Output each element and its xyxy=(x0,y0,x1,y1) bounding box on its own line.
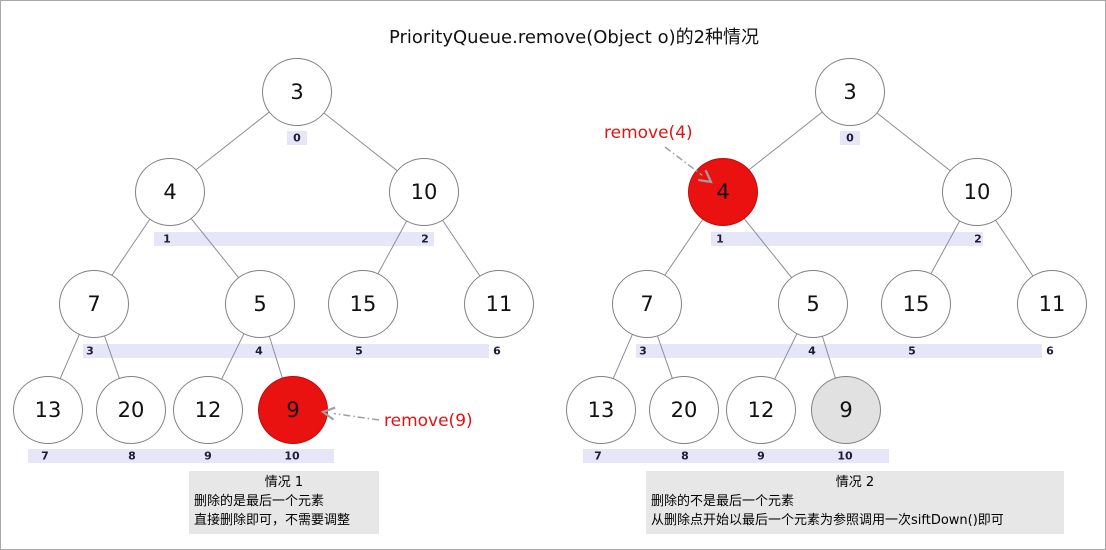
heap-node-20: 20 xyxy=(649,376,719,444)
case-1-caption-heading: 情况 1 xyxy=(264,475,304,490)
heap-index-label-9: 9 xyxy=(204,449,212,463)
heap-node-13: 13 xyxy=(13,376,83,444)
remove-9-annotation: remove(9) xyxy=(384,411,473,431)
heap-index-label-1: 1 xyxy=(716,232,724,246)
heap-node-3: 3 xyxy=(815,58,885,126)
heap-index-label-6: 6 xyxy=(1046,344,1054,358)
heap-index-label-4: 4 xyxy=(808,344,816,358)
index-band-level-1 xyxy=(711,232,983,246)
index-band-level-2 xyxy=(636,344,1042,358)
heap-node-5: 5 xyxy=(225,270,295,338)
heap-node-7: 7 xyxy=(612,270,682,338)
heap-node-5: 5 xyxy=(778,270,848,338)
heap-index-label-0: 0 xyxy=(293,131,301,145)
heap-node-11: 11 xyxy=(464,270,534,338)
heap-node-12: 12 xyxy=(726,376,796,444)
heap-node-7: 7 xyxy=(59,270,129,338)
heap-index-label-8: 8 xyxy=(128,449,136,463)
heap-node-11: 11 xyxy=(1017,270,1087,338)
index-band-level-1 xyxy=(154,232,434,246)
heap-index-label-3: 3 xyxy=(639,344,647,358)
heap-node-15: 15 xyxy=(328,270,398,338)
case-2-caption-heading: 情况 2 xyxy=(835,475,875,490)
index-band-level-3 xyxy=(583,449,889,463)
heap-index-label-10: 10 xyxy=(837,449,853,463)
heap-node-13: 13 xyxy=(566,376,636,444)
heap-node-9: 9 xyxy=(811,376,881,444)
heap-index-label-2: 2 xyxy=(974,232,982,246)
case-2-caption-box: 情况 2 删除的不是最后一个元素 从删除点开始以最后一个元素为参照调用一次sif… xyxy=(646,471,1064,534)
heap-index-label-6: 6 xyxy=(493,344,501,358)
heap-index-label-9: 9 xyxy=(757,449,765,463)
case-1-caption-line-2: 直接删除即可，不需要调整 xyxy=(194,513,351,528)
heap-node-10: 10 xyxy=(389,158,459,226)
index-band-level-3 xyxy=(28,449,334,463)
heap-node-15: 15 xyxy=(881,270,951,338)
heap-index-label-10: 10 xyxy=(284,449,300,463)
annotation-arrow-line xyxy=(333,412,380,421)
heap-node-4: 4 xyxy=(135,158,205,226)
heap-index-label-4: 4 xyxy=(255,344,263,358)
case-2-caption-line-1: 删除的不是最后一个元素 xyxy=(651,494,795,509)
heap-node-20: 20 xyxy=(96,376,166,444)
heap-index-label-2: 2 xyxy=(421,232,429,246)
heap-node-3: 3 xyxy=(262,58,332,126)
case-1-caption-line-1: 删除的是最后一个元素 xyxy=(194,494,325,509)
heap-index-label-7: 7 xyxy=(41,449,49,463)
heap-index-label-8: 8 xyxy=(681,449,689,463)
heap-index-label-5: 5 xyxy=(355,344,363,358)
heap-index-label-5: 5 xyxy=(908,344,916,358)
case-2-caption-line-2: 从删除点开始以最后一个元素为参照调用一次siftDown()即可 xyxy=(651,513,1004,528)
heap-node-12: 12 xyxy=(173,376,243,444)
heap-index-label-7: 7 xyxy=(594,449,602,463)
heap-index-label-0: 0 xyxy=(846,131,854,145)
heap-node-10: 10 xyxy=(942,158,1012,226)
diagram-title: PriorityQueue.remove(Object o)的2种情况 xyxy=(388,27,760,48)
case-1-caption-box: 情况 1 删除的是最后一个元素 直接删除即可，不需要调整 xyxy=(189,471,379,534)
remove-4-annotation: remove(4) xyxy=(604,123,693,143)
index-band-level-2 xyxy=(83,344,489,358)
heap-node-9: 9 xyxy=(258,376,328,444)
heap-node-4: 4 xyxy=(688,158,758,226)
heap-index-label-3: 3 xyxy=(86,344,94,358)
heap-index-label-1: 1 xyxy=(163,232,171,246)
